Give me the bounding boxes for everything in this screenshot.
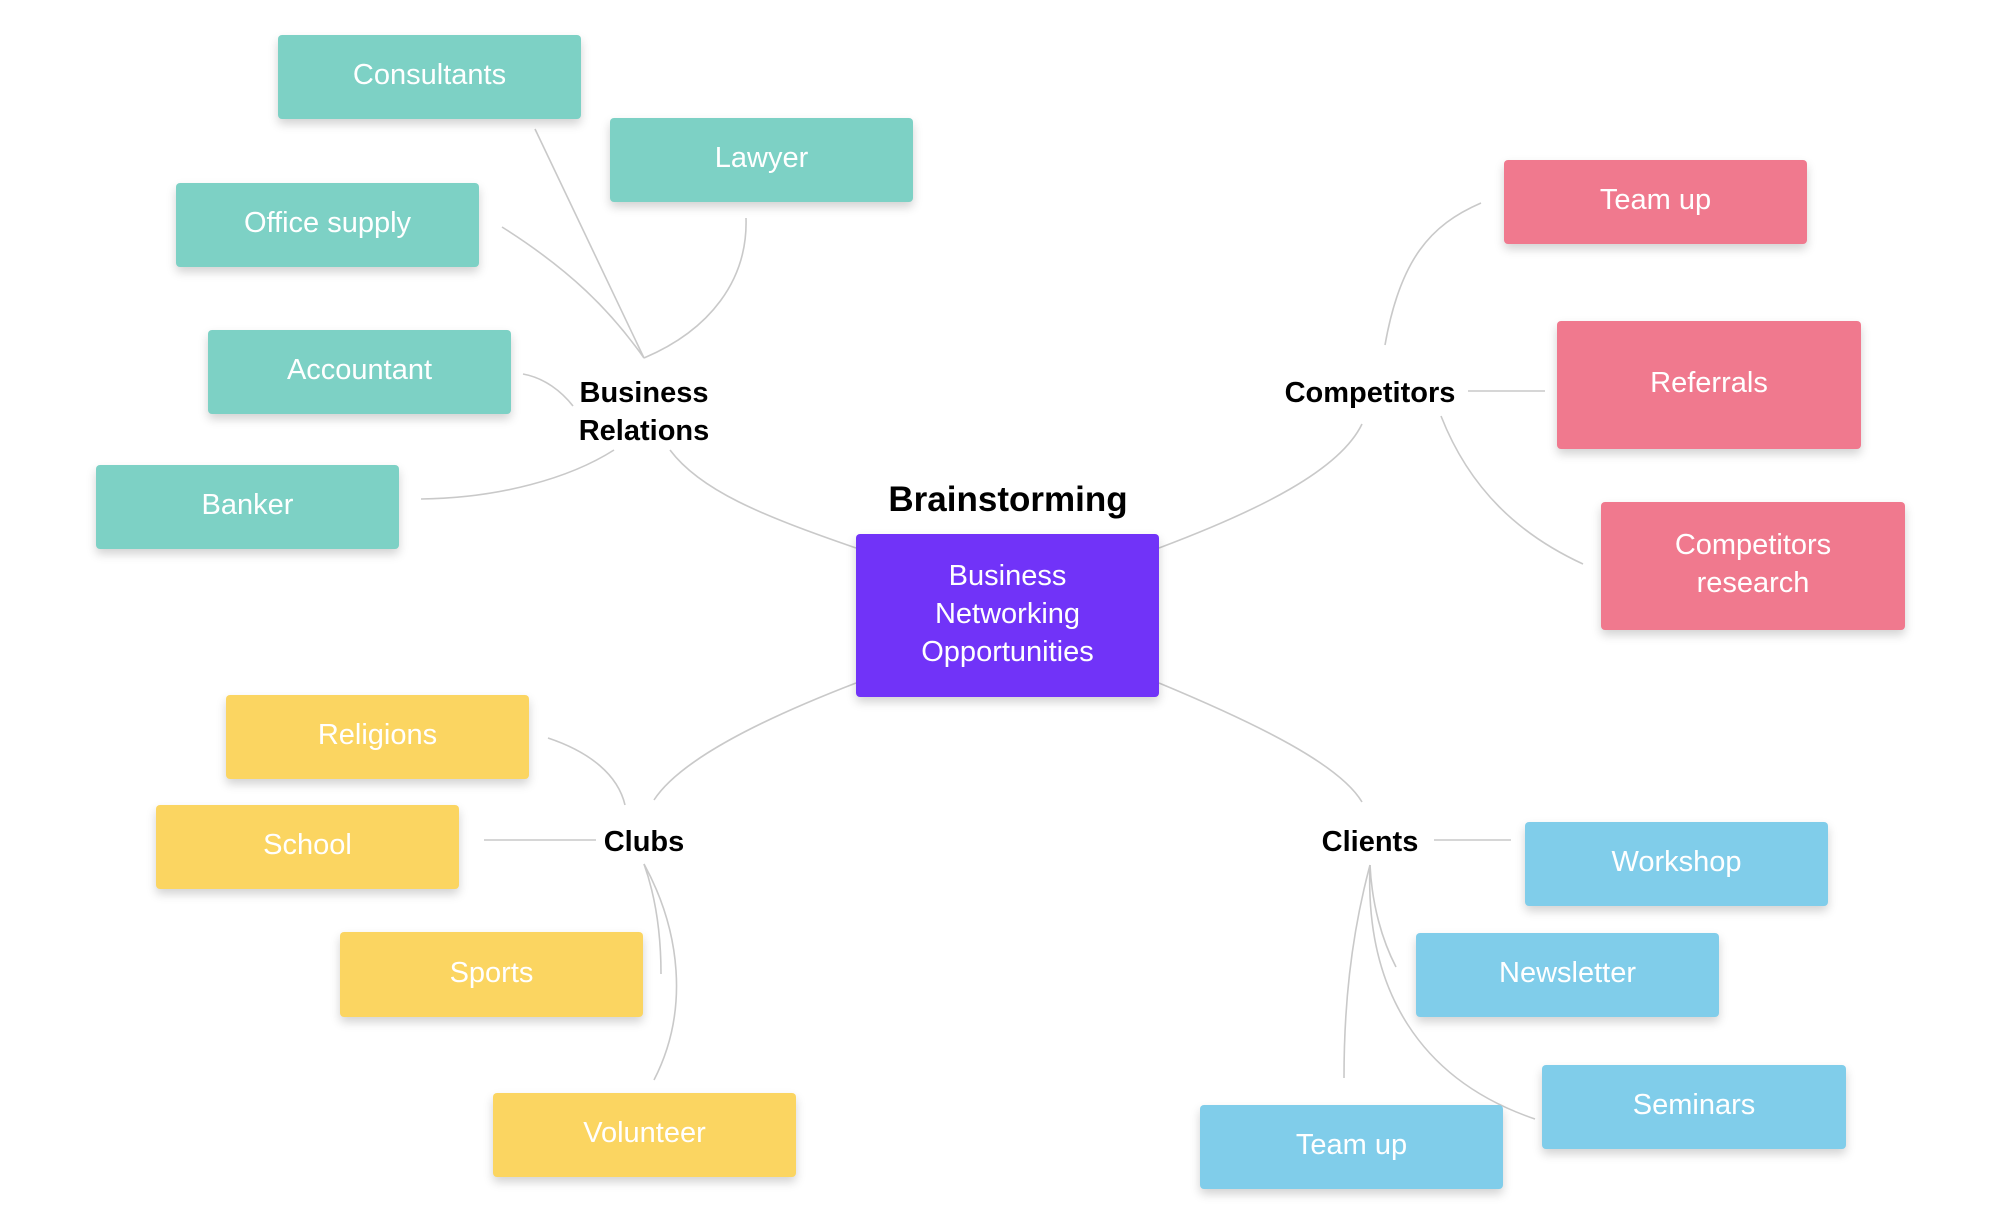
node-office-supply[interactable]: Office supply <box>176 183 479 267</box>
connector-religions <box>547 737 626 806</box>
node-referrals[interactable]: Referrals <box>1557 321 1861 449</box>
node-label: Volunteer <box>583 1117 706 1149</box>
node-label: Workshop <box>1611 846 1742 878</box>
node-label: Sports <box>449 956 534 989</box>
node-label: School <box>263 829 352 861</box>
node-label: Seminars <box>1632 1089 1756 1121</box>
connector-volunteer <box>643 863 678 1081</box>
node-label: Banker <box>201 489 294 521</box>
branch-clubs[interactable]: Clubs <box>603 826 685 858</box>
connector-newsletter <box>1369 864 1397 968</box>
connector-center-clubs <box>653 682 857 801</box>
connector-competitors-research <box>1440 415 1584 565</box>
node-lawyer[interactable]: Lawyer <box>610 118 913 202</box>
map-title: Brainstorming <box>888 480 1128 519</box>
connector-accountant <box>522 373 574 407</box>
node-newsletter[interactable]: Newsletter <box>1416 933 1719 1017</box>
connector-center-clients <box>1158 682 1363 803</box>
node-label: Competitors research <box>1674 529 1832 599</box>
branch-competitors[interactable]: Competitors <box>1284 377 1456 409</box>
connector-sports <box>643 863 662 975</box>
node-label: Referrals <box>1650 367 1768 399</box>
node-sports[interactable]: Sports <box>340 932 643 1017</box>
branch-business-relations[interactable]: Business Relations <box>578 377 710 447</box>
node-school[interactable]: School <box>156 805 459 889</box>
node-competitors-team-up[interactable]: Team up <box>1504 160 1807 244</box>
connector-seminars <box>1368 864 1536 1120</box>
node-label: Team up <box>1599 184 1712 216</box>
connector-center-competitors <box>1158 423 1363 549</box>
connector-lawyer <box>643 217 747 359</box>
central-node-label: Business Networking Opportunities <box>921 559 1094 668</box>
node-label: Office supply <box>243 207 412 239</box>
node-workshop[interactable]: Workshop <box>1525 822 1828 906</box>
node-label: Accountant <box>286 354 433 386</box>
node-clients-team-up[interactable]: Team up <box>1200 1105 1503 1189</box>
connector-center-business-relations <box>669 449 857 549</box>
node-label: Newsletter <box>1499 957 1636 989</box>
node-label: Consultants <box>352 59 507 91</box>
node-label: Lawyer <box>714 142 809 174</box>
node-religions[interactable]: Religions <box>226 695 529 779</box>
central-node[interactable]: Business Networking Opportunities <box>856 534 1159 697</box>
connector-competitors-team-up <box>1384 202 1482 346</box>
connector-office-supply <box>501 226 645 359</box>
node-consultants[interactable]: Consultants <box>278 35 581 119</box>
node-volunteer[interactable]: Volunteer <box>493 1093 796 1177</box>
node-seminars[interactable]: Seminars <box>1542 1065 1846 1149</box>
connector-banker <box>420 449 615 500</box>
branch-clients[interactable]: Clients <box>1321 826 1419 858</box>
node-banker[interactable]: Banker <box>96 465 399 549</box>
connector-clients-team-up <box>1343 864 1371 1079</box>
node-label: Team up <box>1295 1129 1408 1161</box>
connector-consultants <box>534 128 645 359</box>
node-competitors-research[interactable]: Competitors research <box>1601 502 1905 630</box>
node-label: Religions <box>317 719 438 751</box>
node-accountant[interactable]: Accountant <box>208 330 511 414</box>
